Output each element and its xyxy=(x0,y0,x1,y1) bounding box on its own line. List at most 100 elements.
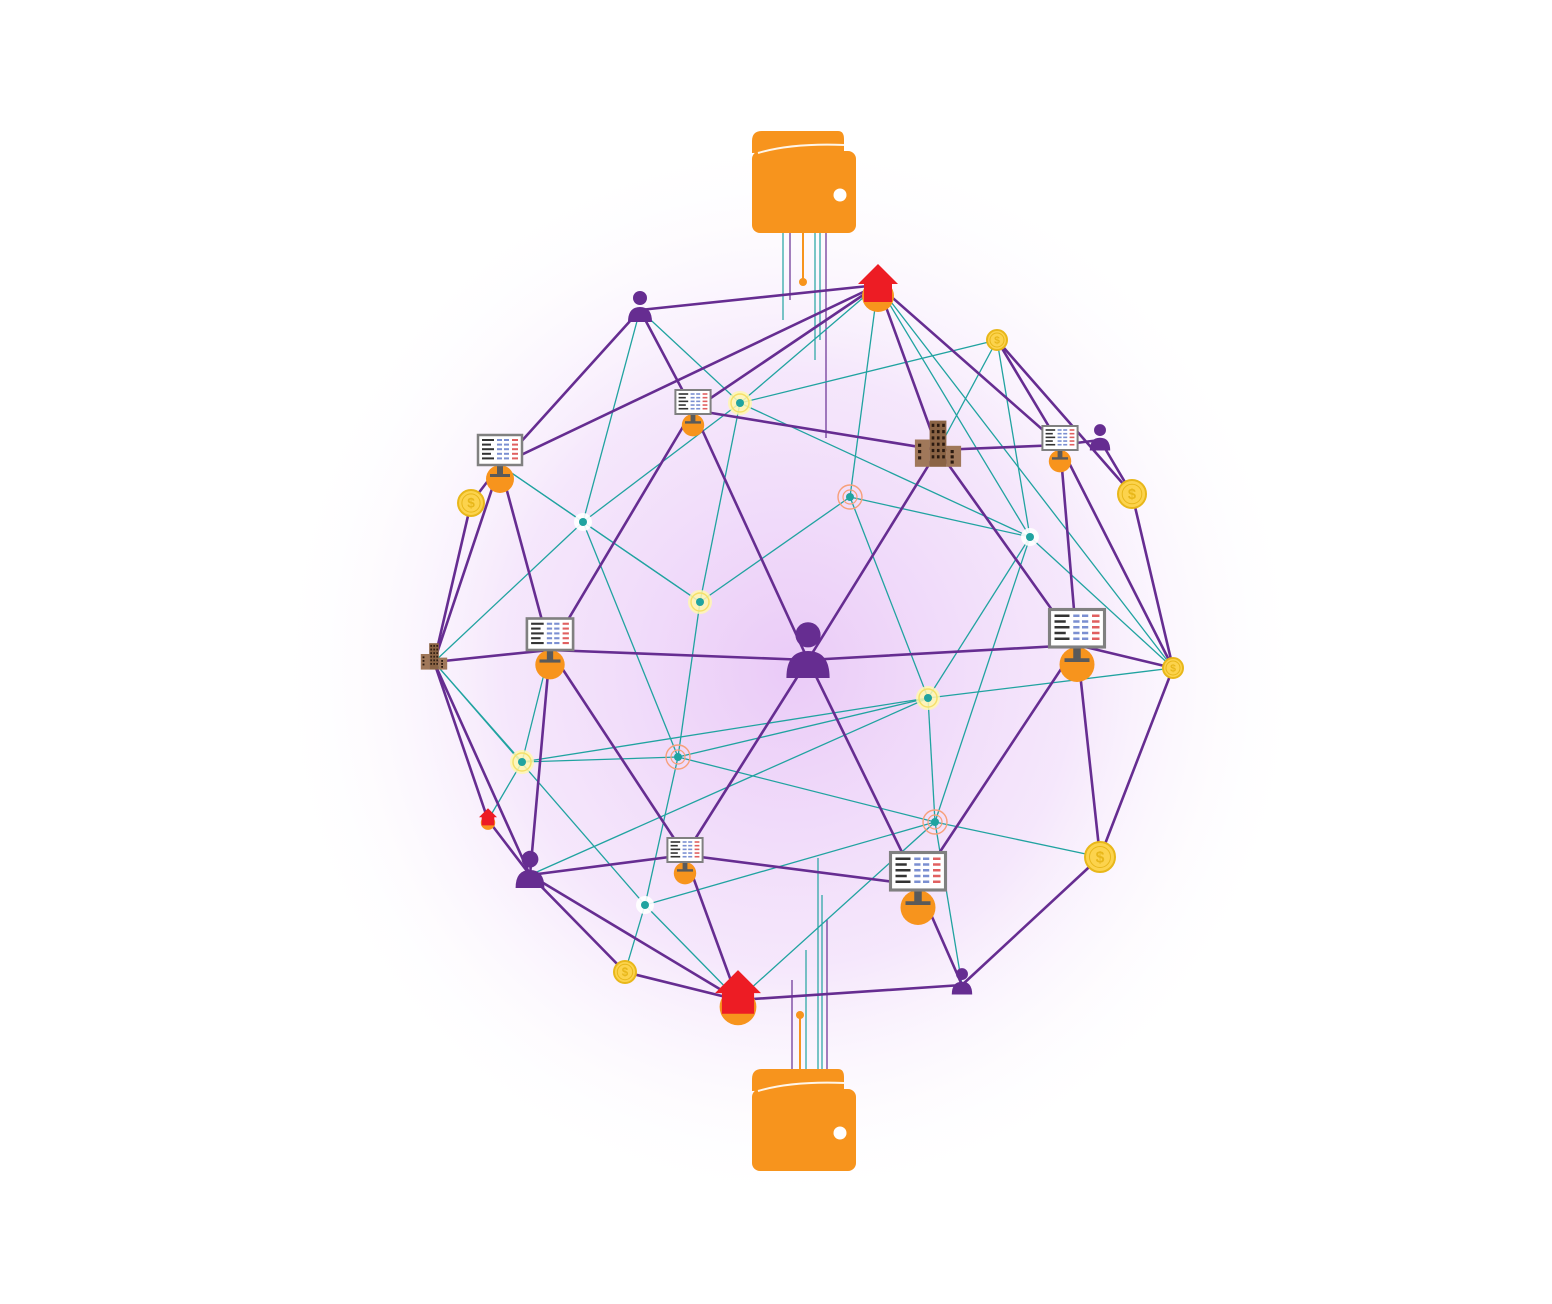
wallet-icon xyxy=(752,1069,856,1171)
purple-link xyxy=(528,873,627,974)
hub-dot xyxy=(922,809,948,835)
teal-link xyxy=(927,536,1031,699)
teal-link xyxy=(677,697,929,758)
teal-link xyxy=(582,521,701,603)
hub-dot xyxy=(1021,528,1039,546)
purple-link xyxy=(1058,443,1175,670)
purple-link xyxy=(995,338,1134,496)
purple-link xyxy=(1075,643,1175,670)
purple-link xyxy=(691,408,810,662)
house-icon xyxy=(715,970,761,1026)
teal-link xyxy=(849,284,879,498)
purple-link xyxy=(691,408,940,452)
purple-link xyxy=(498,283,880,467)
teal-link xyxy=(677,756,936,823)
purple-link xyxy=(528,873,740,1002)
hub-dot xyxy=(837,484,863,510)
hub-dot xyxy=(916,686,940,710)
svg-text:$: $ xyxy=(622,967,629,979)
purple-link xyxy=(498,308,642,467)
teal-link xyxy=(521,697,929,763)
teal-link xyxy=(739,284,879,404)
purple-link xyxy=(960,855,1102,987)
hub-dot xyxy=(665,744,691,770)
purple-link xyxy=(638,283,880,312)
purple-link xyxy=(736,983,964,1002)
bottom-wallet-wires xyxy=(791,858,828,1075)
wallets xyxy=(752,131,856,1171)
purple-link xyxy=(548,648,810,662)
building-icon xyxy=(914,420,962,467)
monitor-icon xyxy=(888,850,948,925)
house-icon xyxy=(479,808,497,830)
teal-link xyxy=(1029,536,1174,669)
teal-link xyxy=(644,904,739,1001)
monitor-icon xyxy=(476,433,524,493)
purple-link xyxy=(548,648,687,857)
purple-link xyxy=(528,853,687,877)
user-icon xyxy=(786,622,830,678)
purple-link xyxy=(806,643,1079,662)
purple-link xyxy=(432,660,490,822)
teal-link xyxy=(937,339,998,451)
purple-link xyxy=(528,648,552,877)
teal-link xyxy=(927,697,936,823)
monitor-icon xyxy=(1041,424,1079,473)
user-icon xyxy=(515,850,545,888)
purple-link xyxy=(432,501,473,664)
hub-dot xyxy=(636,896,654,914)
teal-link xyxy=(877,284,1031,538)
teal-link xyxy=(849,496,1031,538)
purple-link xyxy=(432,648,552,664)
user-icon xyxy=(628,291,652,322)
hub-dot xyxy=(728,391,752,415)
teal-link xyxy=(639,309,741,404)
purple-link xyxy=(876,283,1062,447)
svg-text:$: $ xyxy=(1096,849,1105,866)
monitor-icon xyxy=(674,388,712,437)
network-nodes: $ $ $ $ $ $ xyxy=(420,264,1184,1026)
teal-link xyxy=(849,496,929,699)
coin-icon: $ xyxy=(1084,841,1116,873)
purple-link xyxy=(623,970,740,1002)
purple-link xyxy=(683,658,810,857)
purple-link xyxy=(548,408,695,652)
purple-link xyxy=(806,658,920,887)
hub-dot xyxy=(510,750,534,774)
svg-text:$: $ xyxy=(467,496,475,511)
teal-link xyxy=(877,284,1174,669)
teal-link xyxy=(521,756,679,763)
wallet-icon xyxy=(752,131,856,233)
house-icon xyxy=(858,264,898,312)
teal-link xyxy=(699,402,741,603)
building-icon xyxy=(420,643,448,670)
teal-link xyxy=(934,821,1101,858)
svg-text:$: $ xyxy=(1170,663,1176,675)
monitor-icon xyxy=(666,836,704,885)
teal-link xyxy=(934,536,1031,823)
coin-icon: $ xyxy=(1117,479,1147,509)
bottom-wire-junction xyxy=(796,1011,804,1019)
svg-text:$: $ xyxy=(994,335,1000,347)
teal-link xyxy=(582,309,641,523)
top-wire-junction xyxy=(799,278,807,286)
teal-link xyxy=(699,496,851,603)
purple-link xyxy=(916,643,1079,887)
teal-link xyxy=(677,601,701,758)
teal-link xyxy=(644,756,679,906)
hub-dot xyxy=(688,590,712,614)
coin-icon: $ xyxy=(986,329,1008,351)
coin-icon: $ xyxy=(613,960,637,984)
teal-link xyxy=(433,521,584,663)
svg-text:$: $ xyxy=(1128,487,1136,503)
teal-link xyxy=(582,521,679,758)
purple-link xyxy=(432,463,502,664)
user-icon xyxy=(951,968,973,995)
monitor-icon xyxy=(1047,607,1107,682)
hub-dots xyxy=(510,391,1039,914)
monitor-icon xyxy=(525,617,575,680)
purple-link xyxy=(1130,492,1175,670)
purple-link xyxy=(1098,666,1175,859)
purple-link xyxy=(876,283,940,452)
